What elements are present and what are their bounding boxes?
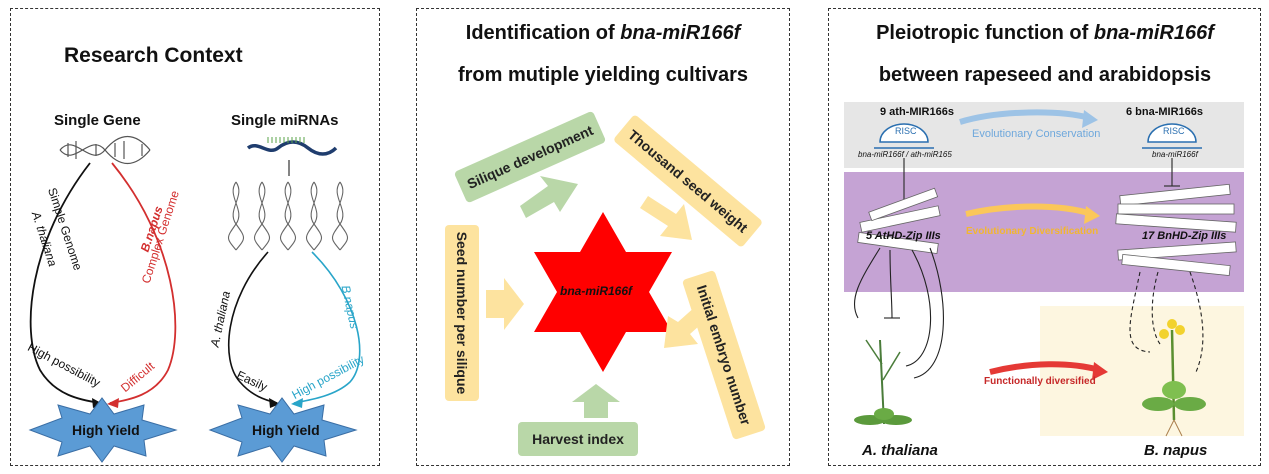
title-italic: bna-miR166f [620,22,741,44]
arrow-icon [486,278,524,330]
arrow-icon [520,176,578,218]
center-mirna-label: bna-miR166f [560,284,633,298]
panel-pleiotropic [828,8,1261,466]
napus-background [1040,306,1244,436]
dna-helices-icon [227,181,349,251]
pleiotropic-title-line2: between rapeseed and arabidopsis [878,64,1212,86]
ath-mir166s-label: 9 ath-MIR166s [880,106,954,118]
hdzip-left-icon [857,187,941,254]
brassica-napus-plant-icon [1142,319,1206,437]
high-yield-burst-icon [208,397,358,463]
panel-identification [416,8,790,466]
star-shape [534,212,672,372]
bna-mir166s-label: 6 bna-MIR166s [1126,106,1204,118]
species-a-thaliana-label: A. thaliana [862,442,938,459]
title-prefix: Pleiotropic function of [876,22,1094,44]
arrow-icon [572,384,620,418]
dna-helix-icon [59,135,151,165]
evolutionary-diversification-label: Evolutionary Diversification [966,226,1099,237]
mirna-right-label: bna-miR166f [1152,150,1198,159]
single-gene-label: Single Gene [54,112,141,129]
bnhd-zip-label: 17 BnHD-Zip IIIs [1142,230,1227,242]
evolutionary-conservation-label: Evolutionary Conservation [972,128,1101,140]
high-yield-label-1: High Yield [72,422,140,438]
hdzip-right-icon [1115,183,1237,277]
identification-title-line2: from mutiple yielding cultivars [457,64,749,86]
identification-title-line1: Identification of bna-miR166f [436,22,770,45]
risc-left-label: RISC [895,126,917,136]
species-b-napus-label: B. napus [1144,442,1208,459]
mirna-left-label: bna-miR166f / ath-miR165 [858,150,952,159]
pleiotropic-title-line1: Pleiotropic function of bna-miR166f [838,22,1252,45]
high-yield-burst-icon [28,397,178,463]
research-context-title: Research Context [64,44,243,67]
arrow-icon [640,196,692,240]
title-prefix: Identification of [465,22,621,44]
card-harvest-index: Harvest index [518,422,638,456]
functionally-diversified-label: Functionally diversified [984,376,1096,387]
mirna-strand-icon [246,137,338,156]
panel-research-context [10,8,380,466]
single-mirnas-label: Single miRNAs [231,112,339,129]
arabidopsis-plant-icon [854,339,912,425]
risc-right-label: RISC [1163,126,1185,136]
title-italic: bna-miR166f [1093,22,1214,44]
athd-zip-label: 5 AtHD-Zip IIIs [866,230,941,242]
high-yield-label-2: High Yield [252,422,320,438]
